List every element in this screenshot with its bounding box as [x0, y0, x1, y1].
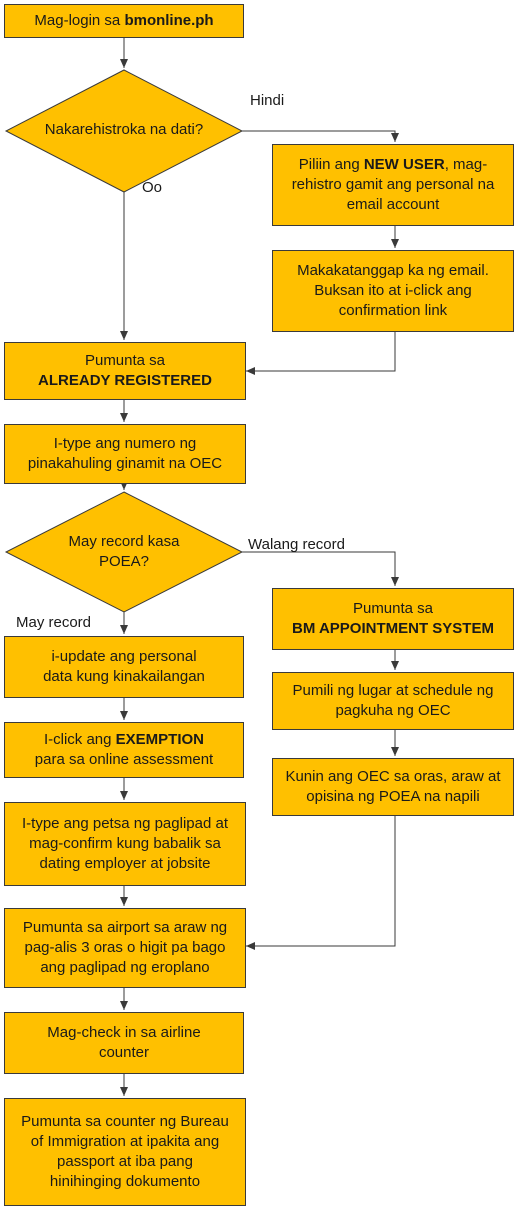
immigration-line3: passport at iba pang	[57, 1153, 193, 1170]
exemption-bold: EXEMPTION	[115, 731, 205, 748]
step-choose-place: Pumili ng lugar at schedule ng pagkuha n…	[272, 672, 514, 730]
airport-line2: pag-alis 3 oras o higit pa bago	[24, 939, 226, 956]
get-oec-line1: Kunin ang OEC sa oras, araw at	[285, 768, 501, 785]
update-line2: data kung kinakailangan	[43, 668, 205, 685]
immigration-line4: hinihinging dokumento	[49, 1173, 201, 1190]
decision-registered-line2: ka na dati?	[129, 121, 204, 138]
exemption-pre: I-click ang	[43, 731, 116, 748]
step-immigration: Pumunta sa counter ng Bureau of Immigrat…	[4, 1098, 246, 1206]
new-user-line3: email account	[346, 196, 440, 213]
decision-registered-text: Nakarehistroka na dati?	[44, 98, 204, 162]
new-user-pre: Piliin ang	[298, 156, 364, 173]
already-line1: Pumunta sa	[84, 352, 166, 369]
login-site: bmonline.ph	[124, 12, 214, 29]
decision-record-line2: sa POEA?	[98, 533, 180, 570]
new-user-bold: NEW USER	[363, 156, 445, 173]
step-email-confirm: Makakatanggap ka ng email. Buksan ito at…	[272, 250, 514, 332]
flight-line2: mag-confirm kung babalik sa	[29, 835, 221, 852]
bm-line2: BM APPOINTMENT SYSTEM	[292, 620, 494, 637]
login-pre: Mag-login sa	[34, 12, 125, 29]
email-line2: Buksan ito at i-click ang	[314, 282, 472, 299]
email-line1: Makakatanggap ka ng email.	[297, 262, 489, 279]
decision-record-text: May record kasa POEA?	[44, 520, 204, 584]
decision-record-line1: May record ka	[68, 533, 164, 550]
edge-hindi	[242, 130, 399, 142]
flight-line3: dating employer at jobsite	[39, 855, 211, 872]
choose-line2: pagkuha ng OEC	[335, 702, 451, 719]
edge-label-may-record: May record	[16, 614, 92, 631]
step-login: Mag-login sa bmonline.ph	[4, 4, 244, 38]
immigration-line2: of Immigration at ipakita ang	[30, 1133, 220, 1150]
step-bm-appointment: Pumunta sa BM APPOINTMENT SYSTEM	[272, 588, 514, 650]
step-flight-date: I-type ang petsa ng paglipad at mag-conf…	[4, 802, 246, 886]
choose-line1: Pumili ng lugar at schedule ng	[292, 682, 494, 699]
edge-walang-record	[242, 551, 399, 586]
update-line1: i-update ang personal	[51, 648, 197, 665]
edge-label-hindi: Hindi	[250, 92, 285, 109]
exemption-line2: para sa online assessment	[34, 751, 214, 768]
step-new-user: Piliin ang NEW USER, mag- rehistro gamit…	[272, 144, 514, 226]
airport-line3: ang paglipad ng eroplano	[40, 959, 210, 976]
edge-label-walang-record: Walang record	[248, 536, 345, 553]
bm-line1: Pumunta sa	[352, 600, 434, 617]
get-oec-line2: opisina ng POEA na napili	[306, 788, 480, 805]
decision-registered-line1: Nakarehistro	[44, 121, 130, 138]
step-update-data: i-update ang personal data kung kinakail…	[4, 636, 244, 698]
already-line2: ALREADY REGISTERED	[38, 372, 212, 389]
checkin-line1: Mag-check in sa airline	[47, 1024, 201, 1041]
edge-email-to-already	[246, 332, 396, 375]
immigration-line1: Pumunta sa counter ng Bureau	[21, 1113, 229, 1130]
flight-line1: I-type ang petsa ng paglipad at	[22, 815, 228, 832]
edge-label-oo: Oo	[142, 179, 163, 196]
step-exemption: I-click ang EXEMPTION para sa online ass…	[4, 722, 244, 778]
step-type-oec: I-type ang numero ng pinakahuling ginami…	[4, 424, 246, 484]
step-checkin: Mag-check in sa airline counter	[4, 1012, 244, 1074]
new-user-line2: rehistro gamit ang personal na	[291, 176, 495, 193]
step-airport: Pumunta sa airport sa araw ng pag-alis 3…	[4, 908, 246, 988]
email-line3: confirmation link	[338, 302, 448, 319]
airport-line1: Pumunta sa airport sa araw ng	[22, 919, 228, 936]
step-already-registered: Pumunta sa ALREADY REGISTERED	[4, 342, 246, 400]
type-oec-line2: pinakahuling ginamit na OEC	[27, 455, 223, 472]
checkin-line2: counter	[98, 1044, 150, 1061]
step-get-oec: Kunin ang OEC sa oras, araw at opisina n…	[272, 758, 514, 816]
edge-get-to-airport	[246, 816, 396, 950]
type-oec-line1: I-type ang numero ng	[53, 435, 197, 452]
new-user-post: , mag-	[444, 156, 488, 173]
